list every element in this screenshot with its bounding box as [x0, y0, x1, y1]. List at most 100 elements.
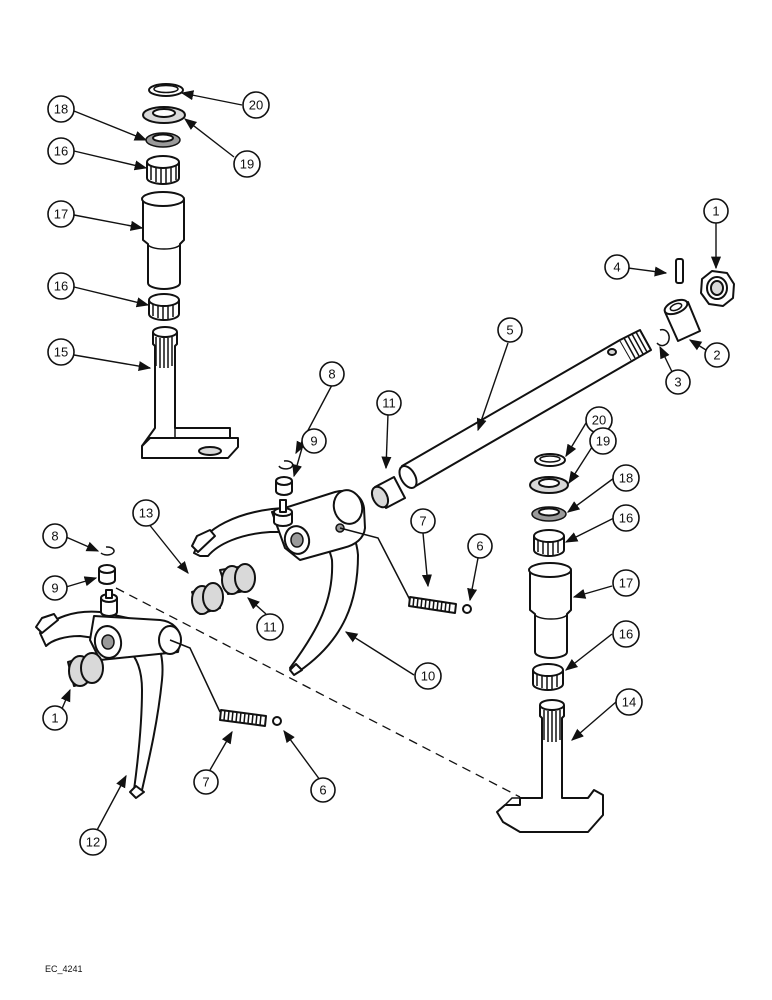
roll-pin	[675, 258, 684, 284]
callout-8-upper: 8	[319, 361, 345, 387]
callout-18-top: 18	[47, 95, 75, 123]
svg-text:11: 11	[263, 620, 277, 635]
svg-text:8: 8	[328, 367, 335, 382]
svg-text:20: 20	[592, 413, 606, 428]
svg-text:16: 16	[54, 144, 68, 159]
callout-9-lower: 9	[42, 575, 68, 601]
svg-text:10: 10	[421, 669, 435, 684]
callout-7-upper: 7	[410, 508, 436, 534]
svg-text:16: 16	[54, 279, 68, 294]
svg-text:16: 16	[619, 627, 633, 642]
sleeve-right	[528, 562, 572, 659]
callout-9-upper: 9	[301, 428, 327, 454]
callout-1-lower: 1	[42, 705, 68, 731]
e-clip-upper	[278, 460, 294, 470]
bushing-upper	[370, 476, 406, 509]
connector-lower	[169, 639, 221, 713]
callout-10: 10	[414, 662, 442, 690]
alignment-line	[115, 587, 521, 798]
svg-text:6: 6	[476, 539, 483, 554]
bushings-lower	[191, 563, 256, 615]
nut-right	[700, 270, 735, 307]
svg-text:6: 6	[319, 783, 326, 798]
svg-text:16: 16	[619, 511, 633, 526]
connector-upper	[339, 527, 411, 601]
detent-spring-upper	[408, 596, 472, 614]
callout-7-lower: 7	[193, 769, 219, 795]
detent-ball-upper	[462, 604, 472, 614]
svg-text:18: 18	[619, 471, 633, 486]
callout-16-right-upper: 16	[612, 504, 640, 532]
right-stack	[496, 453, 604, 833]
figure-reference: EC_4241	[45, 964, 83, 974]
needle-bearing-right-lower	[532, 663, 564, 691]
svg-text:17: 17	[54, 207, 68, 222]
callouts: 20 18 19 16 17 1 4 16 5 15 2 3 8 9 11 20…	[42, 91, 730, 856]
callout-5: 5	[497, 317, 523, 343]
needle-bearing-right-upper	[533, 529, 565, 557]
callout-17-right: 17	[612, 569, 640, 597]
callout-19-top: 19	[233, 150, 261, 178]
leader-lines	[57, 90, 722, 833]
svg-text:20: 20	[249, 98, 263, 113]
svg-text:2: 2	[713, 348, 720, 363]
svg-text:18: 18	[54, 102, 68, 117]
svg-text:9: 9	[51, 581, 58, 596]
callout-14: 14	[615, 688, 643, 716]
svg-text:4: 4	[613, 260, 620, 275]
svg-text:1: 1	[712, 204, 719, 219]
shift-rail	[398, 329, 652, 489]
svg-text:19: 19	[240, 157, 254, 172]
callout-3: 3	[665, 369, 691, 395]
shift-fork-lower	[35, 589, 182, 799]
top-left-stack	[141, 83, 239, 459]
callout-17-top: 17	[47, 200, 75, 228]
callout-1-right: 1	[703, 198, 729, 224]
svg-text:1: 1	[51, 711, 58, 726]
rail-end-parts	[656, 258, 735, 347]
bushing-lower-left	[67, 652, 104, 687]
svg-text:11: 11	[382, 396, 396, 411]
callout-11-upper: 11	[376, 390, 402, 416]
svg-text:9: 9	[310, 434, 317, 449]
callout-19-right: 19	[589, 427, 617, 455]
shift-shaft-right	[496, 699, 604, 833]
callout-16-right-lower: 16	[612, 620, 640, 648]
svg-text:17: 17	[619, 576, 633, 591]
svg-text:8: 8	[51, 529, 58, 544]
callout-12: 12	[79, 828, 107, 856]
svg-text:3: 3	[674, 375, 681, 390]
callout-6-lower: 6	[310, 777, 336, 803]
callout-16-mid: 16	[47, 272, 75, 300]
callout-11-lower: 11	[256, 613, 284, 641]
svg-text:7: 7	[202, 775, 209, 790]
detent-spring-lower	[219, 709, 282, 727]
svg-text:19: 19	[596, 434, 610, 449]
detent-ball-lower	[272, 716, 282, 726]
retaining-clip	[656, 328, 670, 347]
svg-text:13: 13	[139, 506, 153, 521]
callout-15: 15	[47, 338, 75, 366]
detent-lower	[98, 546, 116, 585]
callout-20-top: 20	[242, 91, 270, 119]
svg-text:15: 15	[54, 345, 68, 360]
svg-text:14: 14	[622, 695, 636, 710]
needle-bearing-mid-left	[148, 293, 180, 321]
collar	[663, 298, 701, 342]
callout-4: 4	[604, 254, 630, 280]
shift-shaft-left	[141, 326, 239, 459]
detent-upper	[275, 460, 294, 496]
callout-6-upper: 6	[467, 533, 493, 559]
needle-bearing-top-left	[146, 155, 180, 185]
e-clip-lower	[100, 546, 115, 556]
shift-fork-upper	[191, 489, 366, 676]
callout-2: 2	[704, 342, 730, 368]
sleeve-top-left	[141, 191, 185, 290]
svg-text:5: 5	[506, 323, 513, 338]
svg-text:7: 7	[419, 514, 426, 529]
callout-16-top: 16	[47, 137, 75, 165]
callout-18-right: 18	[612, 464, 640, 492]
callout-8-lower: 8	[42, 523, 68, 549]
